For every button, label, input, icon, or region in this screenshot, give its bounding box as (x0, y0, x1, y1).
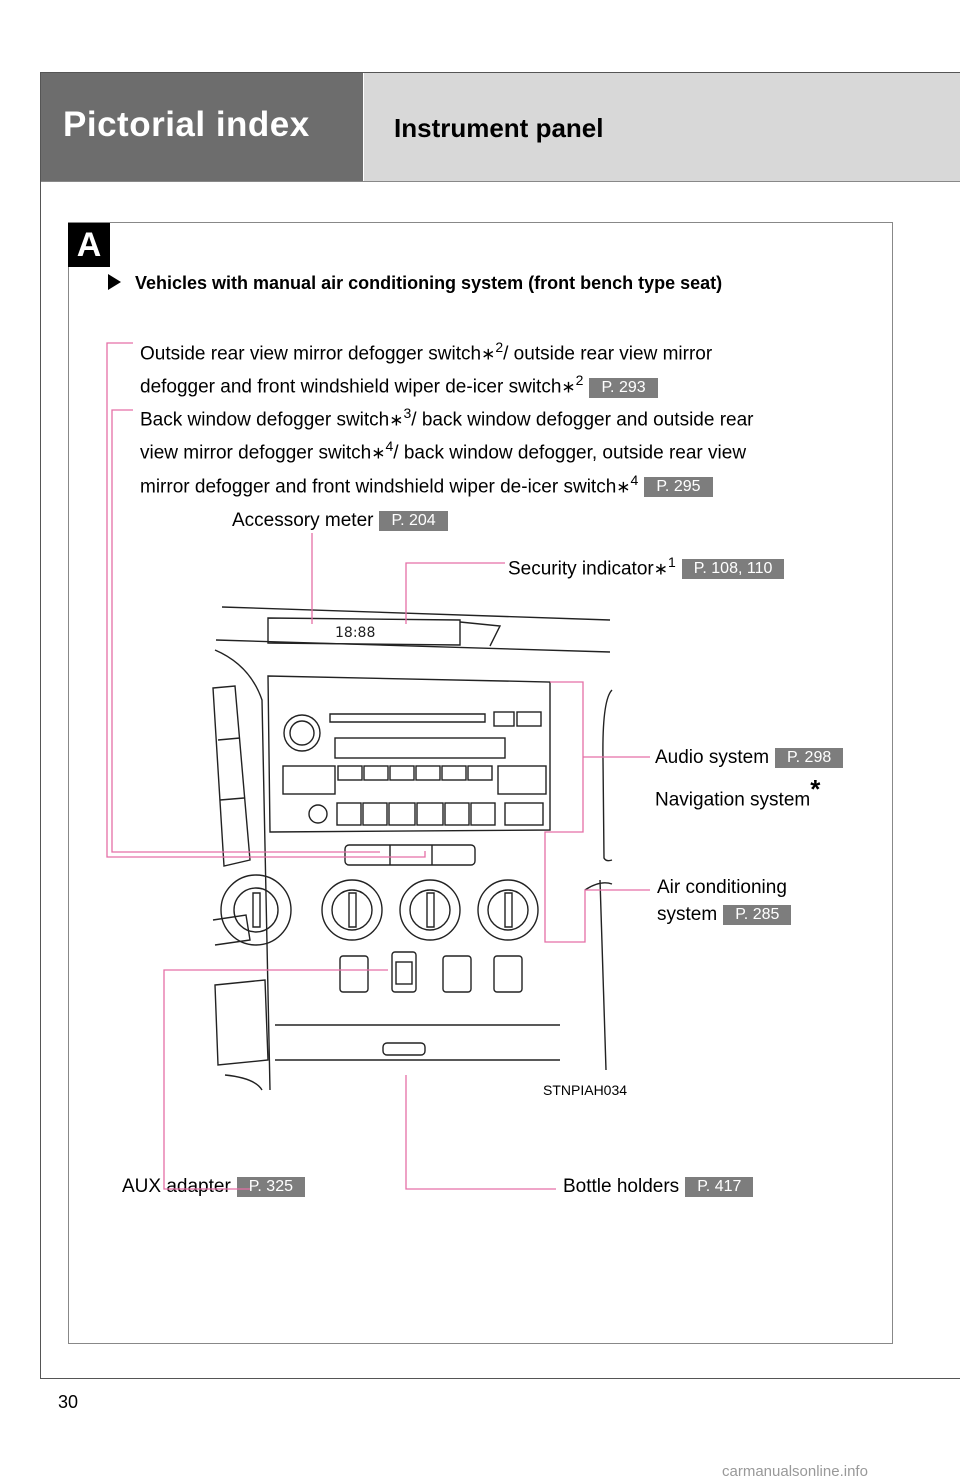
watermark: carmanualsonline.info (722, 1463, 868, 1480)
callout-navigation-system: Navigation system* (655, 776, 820, 813)
asterisk-icon: ∗ (616, 476, 631, 496)
callout-text: view mirror defogger switch (140, 442, 372, 464)
page-ref[interactable]: P. 285 (723, 905, 792, 925)
callout-mirror-defogger: Outside rear view mirror defogger switch… (140, 334, 712, 401)
figure-caption: STNPIAH034 (543, 1082, 628, 1098)
figure-letter: A (68, 223, 110, 267)
callout-text: Audio system (655, 747, 770, 768)
callout-security-indicator: Security indicator∗1 P. 108, 110 (508, 549, 785, 582)
footnote-ref: 4 (385, 438, 394, 455)
callout-text: system (657, 904, 718, 925)
page-number: 30 (58, 1392, 79, 1412)
page-ref[interactable]: P. 204 (379, 511, 448, 531)
asterisk-icon: * (810, 774, 821, 804)
asterisk-icon: ∗ (371, 443, 386, 463)
asterisk-icon: ∗ (561, 377, 576, 397)
page-title-bar: Instrument panel (364, 73, 960, 181)
asterisk-icon: ∗ (481, 344, 496, 364)
callout-back-window-defogger: Back window defogger switch∗3/ back wind… (140, 400, 754, 500)
footnote-ref: 2 (575, 372, 584, 389)
callout-text: mirror defogger and front windshield wip… (140, 475, 617, 497)
arrow-right-icon (108, 274, 121, 290)
header-divider (41, 181, 960, 182)
page-title: Instrument panel (394, 113, 604, 143)
footnote-ref: 3 (403, 405, 412, 421)
callout-text: AUX adapter (122, 1176, 231, 1197)
callout-text: / back window defogger, outside rear vie… (393, 442, 747, 464)
callout-text: defogger and front windshield wiper de-i… (140, 376, 562, 398)
page-ref[interactable]: P. 325 (236, 1177, 305, 1197)
page-ref[interactable]: P. 417 (685, 1177, 754, 1197)
callout-text: Bottle holders (563, 1176, 680, 1197)
page-frame (40, 72, 960, 1379)
callout-text: / outside rear view mirror (503, 343, 713, 365)
asterisk-icon: ∗ (653, 559, 668, 579)
page-ref[interactable]: P. 293 (589, 377, 658, 398)
condition-heading: Vehicles with manual air conditioning sy… (108, 273, 722, 294)
page-ref[interactable]: P. 295 (644, 476, 713, 497)
callout-text: Outside rear view mirror defogger switch (140, 343, 482, 365)
callout-text: Air conditioning (657, 877, 787, 898)
page-ref[interactable]: P. 108, 110 (681, 559, 785, 580)
callout-text: Navigation system (655, 789, 811, 811)
page-ref[interactable]: P. 298 (775, 748, 844, 768)
clock-readout: 18:88 (335, 625, 375, 641)
footnote-ref: 4 (630, 471, 639, 488)
section-tab: Pictorial index (41, 73, 363, 181)
condition-text: Vehicles with manual air conditioning sy… (135, 273, 723, 293)
callout-text: Security indicator (508, 558, 654, 580)
callout-text: Accessory meter (232, 510, 374, 531)
callout-text: / back window defogger and outside rear (411, 409, 754, 431)
footnote-ref: 2 (495, 339, 504, 355)
asterisk-icon: ∗ (389, 410, 404, 430)
footnote-ref: 1 (667, 554, 676, 570)
section-title: Pictorial index (63, 105, 310, 144)
callout-text: Back window defogger switch (140, 409, 390, 431)
figure-box (68, 222, 893, 1344)
